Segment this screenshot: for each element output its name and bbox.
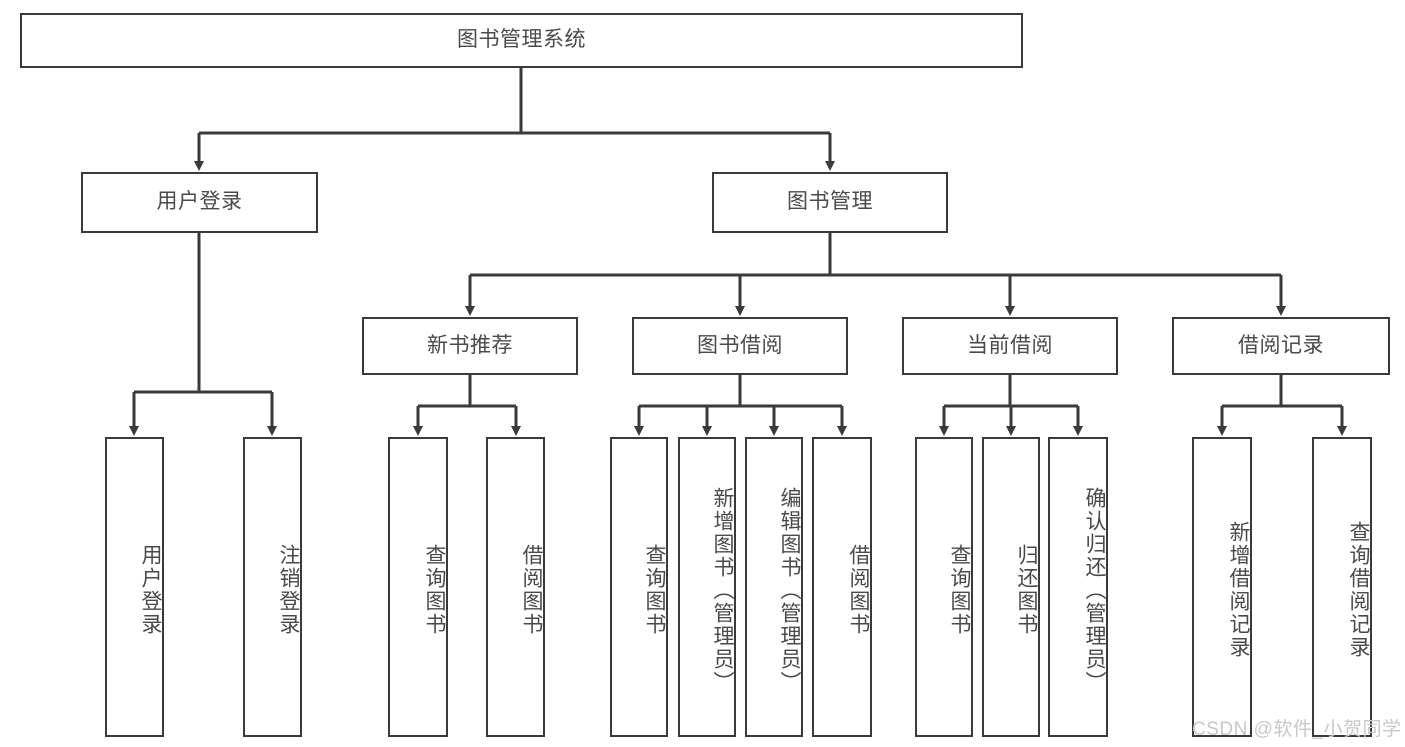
node-label: 查询图书 xyxy=(423,544,446,636)
node-label: 用户登录 xyxy=(156,190,243,214)
node-label: 新书推荐 xyxy=(427,333,513,357)
node-user-login[interactable]: 用户登录 xyxy=(81,172,318,233)
csdn-watermark: CSDN @软件_小贺同学 xyxy=(1192,719,1402,740)
leaf-query-book-recommend[interactable]: 查询图书 xyxy=(388,437,448,737)
node-label: 当前借阅 xyxy=(967,333,1053,357)
node-label: 查询图书 xyxy=(643,544,666,636)
leaf-logout[interactable]: 注销登录 xyxy=(243,437,302,737)
node-label: 借阅图书 xyxy=(847,544,870,636)
node-book-management[interactable]: 图书管理 xyxy=(712,172,948,233)
leaf-borrow-book[interactable]: 借阅图书 xyxy=(812,437,872,737)
node-label: 归还图书 xyxy=(1015,544,1038,636)
leaf-query-book-borrow[interactable]: 查询图书 xyxy=(610,437,668,737)
node-root-book-management-system[interactable]: 图书管理系统 xyxy=(20,13,1023,68)
node-label: 注销登录 xyxy=(277,544,300,636)
node-label: 查询图书 xyxy=(948,544,971,636)
node-label: 图书管理 xyxy=(787,190,873,214)
leaf-borrow-book-recommend[interactable]: 借阅图书 xyxy=(486,437,545,737)
leaf-edit-book-admin[interactable]: 编辑图书（管理员） xyxy=(745,437,803,737)
node-label: 新增图书（管理员） xyxy=(711,486,734,694)
node-label: 用户登录 xyxy=(139,544,162,636)
node-label: 借阅记录 xyxy=(1238,333,1324,357)
leaf-add-borrow-record[interactable]: 新增借阅记录 xyxy=(1192,437,1252,737)
node-label: 图书借阅 xyxy=(697,333,783,357)
leaf-query-book-current[interactable]: 查询图书 xyxy=(915,437,973,737)
node-current-borrow[interactable]: 当前借阅 xyxy=(902,317,1118,375)
node-label: 确认归还（管理员） xyxy=(1083,486,1106,694)
leaf-return-book[interactable]: 归还图书 xyxy=(982,437,1040,737)
node-label: 借阅图书 xyxy=(520,544,543,636)
leaf-query-borrow-record[interactable]: 查询借阅记录 xyxy=(1312,437,1372,737)
node-label: 查询借阅记录 xyxy=(1347,521,1370,659)
node-label: 新增借阅记录 xyxy=(1227,521,1250,659)
leaf-add-book-admin[interactable]: 新增图书（管理员） xyxy=(678,437,736,737)
leaf-user-login[interactable]: 用户登录 xyxy=(105,437,164,737)
node-book-borrow[interactable]: 图书借阅 xyxy=(632,317,848,375)
leaf-confirm-return-admin[interactable]: 确认归还（管理员） xyxy=(1048,437,1108,737)
node-label: 图书管理系统 xyxy=(457,28,586,52)
node-label: 编辑图书（管理员） xyxy=(778,486,801,694)
node-new-book-recommend[interactable]: 新书推荐 xyxy=(362,317,578,375)
node-borrow-records[interactable]: 借阅记录 xyxy=(1172,317,1390,375)
